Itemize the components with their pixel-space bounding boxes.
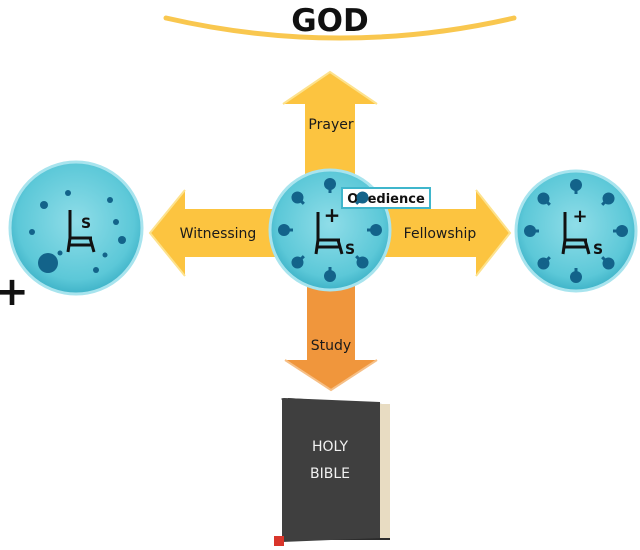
fellowship-label: Fellowship [404, 226, 477, 242]
pin-dot [570, 179, 582, 194]
throne-icon [314, 212, 344, 255]
study-arrow [284, 275, 378, 392]
prayer-label: Prayer [308, 117, 353, 133]
pin-dot [570, 268, 582, 283]
pin-dot [601, 192, 615, 206]
pin-dot [367, 224, 382, 236]
pin-dot [524, 225, 539, 237]
pin-dot [291, 255, 305, 269]
pin-dot [278, 224, 293, 236]
self-symbol: S [81, 216, 91, 232]
ordered-interests-right [524, 179, 628, 283]
fellowship-arrow [380, 189, 512, 277]
bible-title-line1: HOLY [312, 439, 348, 455]
pin-dot [601, 256, 615, 270]
pin-dot [537, 192, 551, 206]
cross-on-throne-icon: + [572, 206, 587, 227]
pin-dot [324, 267, 336, 282]
witnessing-arrow [148, 189, 282, 277]
throne-icon [561, 212, 591, 255]
self-symbol: S [593, 242, 603, 258]
pin-dot [324, 178, 336, 193]
pin-dot [355, 255, 369, 269]
self-directed-circle [8, 160, 144, 296]
cross-outside-icon: + [0, 269, 29, 315]
god-title: GOD [291, 3, 369, 39]
ordered-interests-center [278, 178, 382, 282]
pin-dot [537, 256, 551, 270]
bible-title-line2: BIBLE [310, 466, 350, 482]
bible-icon [274, 398, 390, 546]
god-arc [163, 15, 517, 41]
pin-dot [355, 191, 369, 205]
throne-icon [66, 210, 96, 253]
witnessing-label: Witnessing [180, 226, 257, 242]
cross-on-throne-icon: + [324, 203, 341, 227]
pin-dot [613, 225, 628, 237]
study-label: Study [311, 338, 351, 354]
self-symbol: S [345, 242, 355, 258]
pin-dot [291, 191, 305, 205]
